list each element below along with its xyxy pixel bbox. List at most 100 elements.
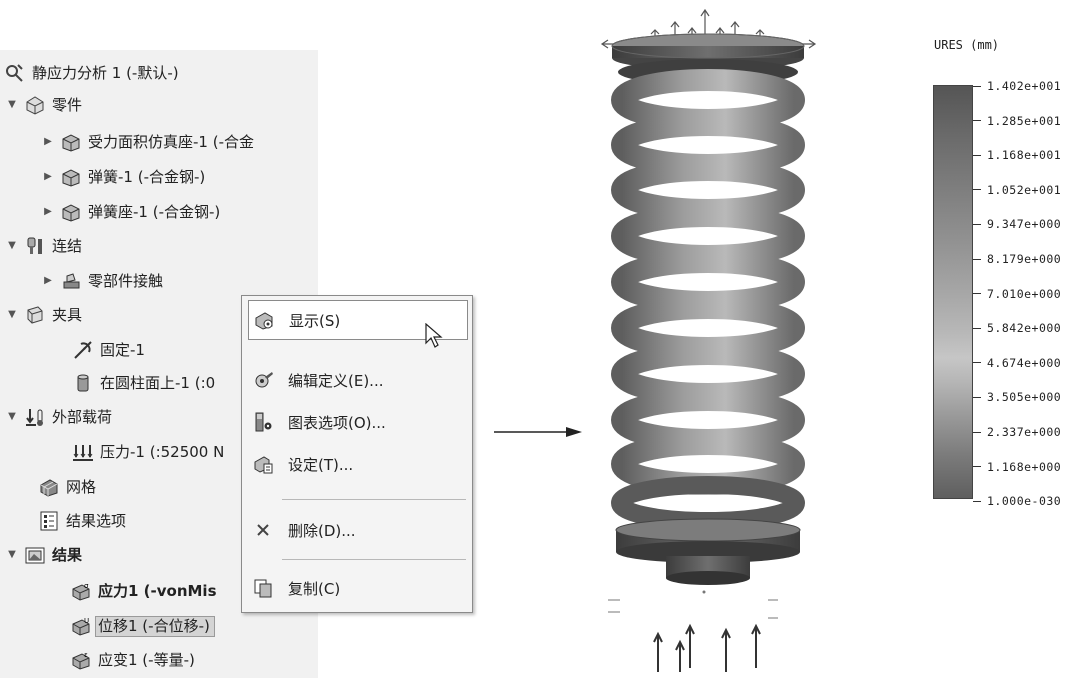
tree-item-part-seat[interactable]: ▶ 受力面积仿真座-1 (-合金 (42, 127, 254, 157)
menu-label: 显示(S) (289, 311, 341, 330)
legend-value-row: 5.842e+000 (973, 320, 1061, 336)
tree-item-parts[interactable]: ▼ 零件 (6, 90, 82, 120)
legend-value-row: 3.505e+000 (973, 389, 1061, 405)
expand-arrow-icon[interactable]: ▶ (44, 171, 52, 182)
pressure-icon (72, 441, 94, 463)
bottom-reaction-arrows-icon (608, 590, 778, 672)
expand-arrow-icon[interactable]: ▼ (8, 549, 16, 560)
expand-arrow-icon[interactable]: ▼ (8, 411, 16, 422)
transition-arrow-icon (494, 427, 582, 437)
legend-value: 1.168e+001 (987, 148, 1062, 163)
tree-label: 位移1 (-合位移-) (95, 615, 215, 637)
menu-item-delete[interactable]: 删除(D)... (248, 510, 468, 550)
tree-label: 受力面积仿真座-1 (-合金 (88, 132, 254, 151)
tree-item-loads[interactable]: ▼ 外部载荷 (6, 402, 112, 432)
legend-value: 2.337e+000 (987, 425, 1062, 439)
legend-value-row: 1.000e-030 (973, 493, 1061, 509)
spring-displacement-viewport[interactable] (580, 0, 840, 678)
menu-item-copy[interactable]: 复制(C) (248, 568, 468, 608)
tree-label: 夹具 (52, 305, 83, 324)
tree-label: 弹簧-1 (-合金钢-) (88, 167, 206, 186)
context-menu: 显示(S) 编辑定义(E)... 图表选项(O)... 设定(T)... 删除(… (241, 295, 473, 613)
show-icon (253, 309, 275, 331)
tree-item-strain-plot[interactable]: ε 应变1 (-等量-) (70, 645, 195, 675)
tree-item-connections[interactable]: ▼ 连结 (6, 231, 82, 261)
contact-icon (60, 270, 82, 292)
tree-item-spring-seat[interactable]: ▶ 弹簧座-1 (-合金钢-) (42, 197, 220, 227)
top-plate-rim (612, 46, 804, 58)
menu-item-chart-options[interactable]: 图表选项(O)... (248, 402, 468, 442)
tree-label: 静应力分析 1 (-默认-) (32, 63, 179, 82)
part-icon (60, 131, 82, 153)
legend-value-row: 1.168e+000 (973, 459, 1061, 475)
expand-arrow-icon[interactable]: ▶ (44, 136, 52, 147)
tree-label: 结果选项 (66, 511, 127, 530)
menu-item-settings[interactable]: 设定(T)... (248, 444, 468, 484)
tree-item-fixtures[interactable]: ▼ 夹具 (6, 300, 82, 330)
tree-item-contact[interactable]: ▶ 零部件接触 (42, 266, 163, 296)
tree-item-spring[interactable]: ▶ 弹簧-1 (-合金钢-) (42, 162, 205, 192)
tree-label: 固定-1 (100, 340, 145, 359)
legend-tick (973, 396, 981, 398)
legend-value: 7.010e+000 (987, 286, 1062, 301)
legend-value-row: 9.347e+000 (973, 216, 1061, 232)
legend-value: 1.402e+001 (987, 79, 1062, 93)
delete-icon (252, 519, 274, 541)
displacement-plot-icon: U (70, 615, 92, 637)
svg-text:ε: ε (84, 651, 88, 659)
tree-label: 应力1 (-vonMis (98, 581, 217, 600)
legend-value-row: 1.168e+001 (973, 147, 1061, 163)
legend-tick (973, 223, 981, 225)
menu-separator (282, 499, 466, 500)
legend-value-row: 1.052e+001 (973, 182, 1061, 198)
tree-item-pressure[interactable]: 压力-1 (:52500 N (72, 437, 224, 467)
legend-value: 3.505e+000 (987, 390, 1062, 405)
expand-arrow-icon[interactable]: ▼ (8, 309, 16, 320)
legend-tick (973, 154, 981, 156)
legend-value: 1.168e+000 (987, 459, 1062, 474)
menu-label: 设定(T)... (288, 455, 354, 474)
menu-item-edit-definition[interactable]: 编辑定义(E)... (248, 360, 468, 400)
study-icon (4, 62, 26, 84)
menu-separator (282, 559, 466, 560)
tree-item-results[interactable]: ▼ 结果 (6, 540, 82, 570)
tree-label: 连结 (52, 236, 83, 255)
spring-coils (611, 69, 805, 530)
tree-item-study[interactable]: 静应力分析 1 (-默认-) (4, 58, 179, 88)
legend-tick (973, 327, 981, 329)
edit-definition-icon (252, 369, 274, 391)
legend-tick (973, 500, 981, 502)
expand-arrow-icon[interactable]: ▶ (44, 206, 52, 217)
loads-icon (24, 406, 46, 428)
tree-item-result-options[interactable]: 结果选项 (38, 506, 126, 536)
legend-tick (973, 120, 981, 122)
expand-arrow-icon[interactable]: ▶ (44, 275, 52, 286)
chart-options-icon (252, 411, 274, 433)
legend-value-row: 1.402e+001 (973, 78, 1061, 94)
result-options-icon (38, 510, 60, 532)
svg-text:U: U (84, 617, 89, 625)
tree-item-cylinder[interactable]: 在圆柱面上-1 (:0 (72, 368, 215, 398)
legend-tick (973, 431, 981, 433)
legend-value: 8.179e+000 (987, 252, 1062, 266)
part-icon (60, 201, 82, 223)
connections-icon (24, 235, 46, 257)
expand-arrow-icon[interactable]: ▼ (8, 99, 16, 110)
legend-value: 4.674e+000 (987, 355, 1062, 370)
legend-tick (973, 466, 981, 468)
tree-item-fixed[interactable]: 固定-1 (72, 335, 145, 365)
menu-label: 编辑定义(E)... (288, 371, 384, 390)
menu-label: 图表选项(O)... (288, 413, 386, 432)
tree-label: 在圆柱面上-1 (:0 (100, 373, 216, 392)
legend-tick (973, 258, 981, 260)
tree-item-stress-plot[interactable]: σ 应力1 (-vonMis (70, 576, 217, 606)
svg-text:σ: σ (84, 582, 89, 590)
tree-item-mesh[interactable]: 网格 (38, 472, 96, 502)
legend-value: 1.000e-030 (987, 494, 1062, 509)
tree-item-displacement-plot[interactable]: U 位移1 (-合位移-) (70, 611, 215, 641)
legend-value: 1.285e+001 (987, 113, 1062, 128)
fixtures-icon (24, 304, 46, 326)
expand-arrow-icon[interactable]: ▼ (8, 240, 16, 251)
menu-label: 删除(D)... (288, 521, 356, 540)
menu-item-show[interactable]: 显示(S) (248, 300, 468, 348)
